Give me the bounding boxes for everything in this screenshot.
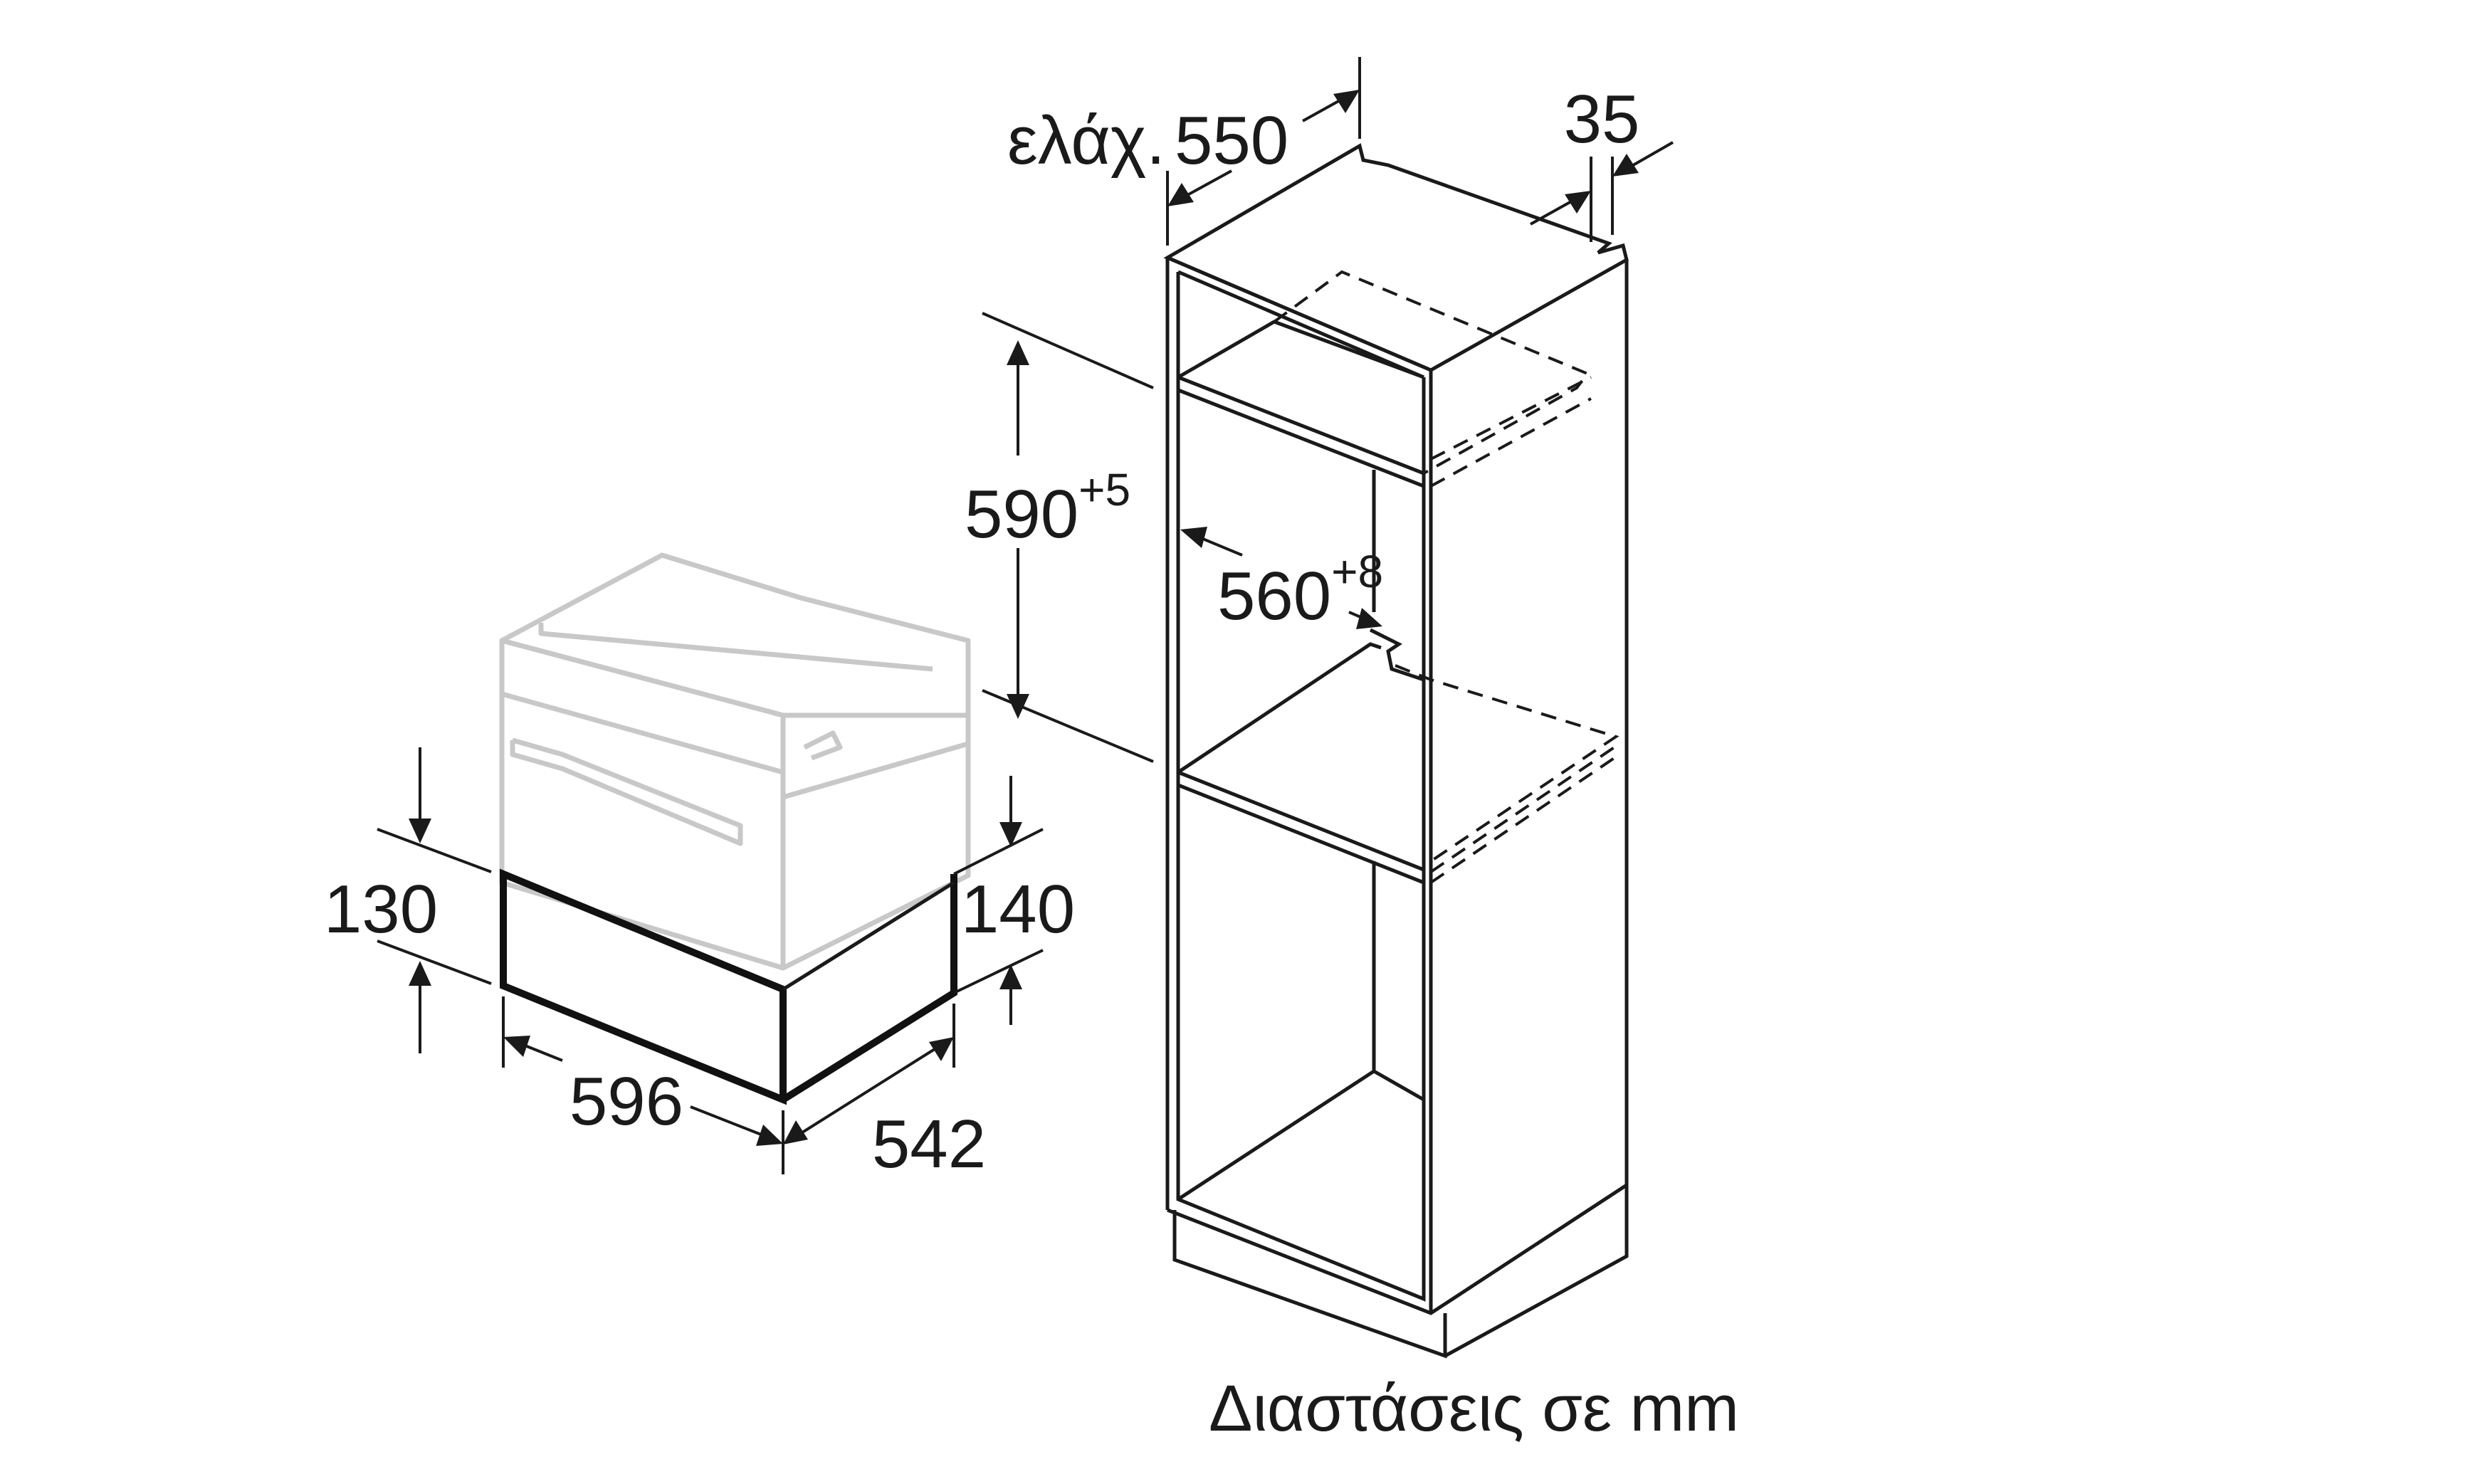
dim-542-label: 542 — [872, 1106, 986, 1182]
dim-560-label: 560+8 — [1217, 546, 1383, 634]
dim-drawer-height-front: 130 — [324, 747, 492, 1053]
dim-560-tolerance: +8 — [1331, 546, 1383, 597]
dim-min-depth: ελάχ. 550 — [1007, 57, 1361, 246]
dim-niche-height: 590+5 — [965, 312, 1154, 763]
dim-130-label: 130 — [324, 871, 438, 947]
dim-590-tolerance: +5 — [1078, 464, 1130, 515]
dim-590-value: 590 — [965, 476, 1078, 552]
dim-drawer-depth: 542 — [783, 1004, 986, 1182]
dim-560-value: 560 — [1217, 558, 1331, 634]
dim-niche-width: 560+8 — [1180, 527, 1383, 634]
dim-drawer-height-side: 140 — [953, 776, 1075, 1025]
dim-min-depth-prefix: ελάχ. — [1007, 102, 1165, 179]
compact-appliance-outline — [499, 552, 971, 971]
dim-550-label: 550 — [1175, 102, 1288, 179]
dim-drawer-width: 596 — [502, 996, 784, 1174]
units-caption: Διαστάσεις σε mm — [1209, 1372, 1739, 1445]
dim-590-label: 590+5 — [965, 464, 1130, 552]
tall-cabinet — [1163, 143, 1629, 1359]
dim-596-label: 596 — [569, 1063, 683, 1140]
dim-rear-gap: 35 — [1530, 81, 1674, 242]
dim-35-label: 35 — [1564, 81, 1640, 157]
dim-140-label: 140 — [961, 871, 1075, 947]
